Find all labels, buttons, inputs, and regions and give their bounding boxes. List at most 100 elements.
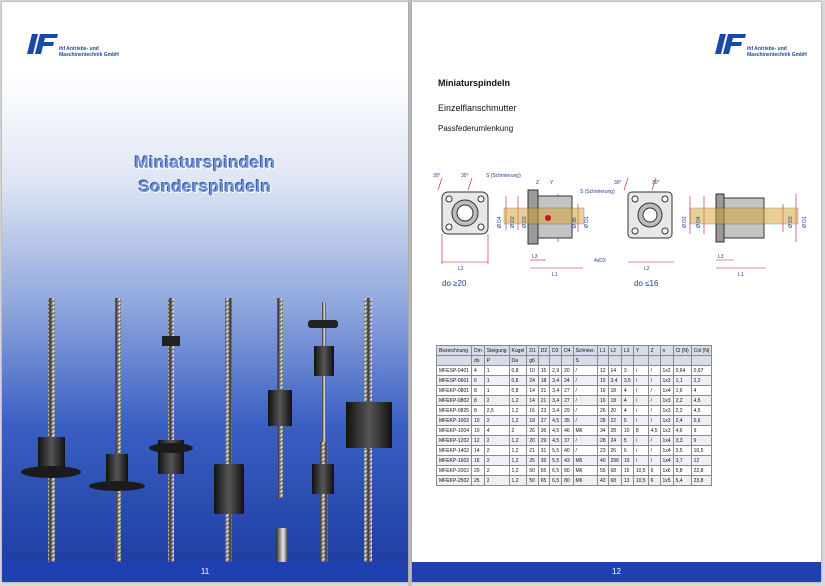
- table-cell: 1,2: [508, 405, 528, 416]
- table-cell: /: [632, 395, 649, 406]
- company-logo: ihf Antriebs- und Maschinentechnik GmbH: [714, 32, 814, 58]
- table-cell: 23,8: [690, 475, 713, 486]
- table-cell: 18: [607, 395, 622, 406]
- table-cell: 28: [607, 425, 622, 436]
- table-cell: 3,5: [672, 445, 692, 456]
- table-cell: MFEKP-1202: [435, 435, 473, 446]
- table-cell: MFEKP-2002: [435, 465, 473, 476]
- table-cell: Z: [647, 345, 661, 356]
- table-cell: 46: [561, 425, 574, 436]
- table-cell: D1: [526, 345, 539, 356]
- table-cell: M6: [572, 425, 598, 436]
- table-cell: 4,5: [549, 435, 563, 446]
- table-cell: S: [572, 355, 598, 366]
- table-cell: 9: [690, 425, 713, 436]
- table-cell: MFEKP-1004: [435, 425, 473, 436]
- label-d1: Ø D1: [584, 216, 590, 228]
- table-cell: /: [632, 415, 649, 426]
- table-cell: 5,6: [690, 415, 713, 426]
- table-cell: 50: [526, 465, 539, 476]
- table-cell: 0,8: [508, 375, 528, 386]
- section-subheading: Einzelflanschmutter: [438, 103, 517, 113]
- table-cell: D2: [537, 345, 551, 356]
- cover-title-line1: Miniaturspindeln: [134, 153, 276, 172]
- technical-drawing: 30° 30° S (Schmierung) S (Schmierung) Z …: [433, 173, 808, 278]
- table-cell: /: [647, 385, 661, 396]
- table-cell: 13: [620, 475, 634, 486]
- table-cell: 2: [483, 445, 510, 456]
- label-d2b: Ø D2: [682, 216, 688, 228]
- table-cell: M6: [572, 475, 598, 486]
- table-cell: /: [572, 365, 598, 376]
- table-cell: 5,5: [549, 445, 563, 456]
- table-cell: 1,2: [508, 475, 528, 486]
- table-cell: [607, 355, 622, 366]
- table-cell: 5: [620, 415, 634, 426]
- table-cell: 10: [526, 365, 539, 376]
- table-cell: D3: [549, 345, 563, 356]
- label-y: Y: [550, 180, 554, 186]
- table-cell: 3,4: [549, 375, 563, 386]
- label-l2: L2: [458, 266, 464, 272]
- table-cell: 24: [607, 435, 622, 446]
- table-cell: 24: [561, 375, 574, 386]
- table-cell: /: [632, 385, 649, 396]
- table-cell: 2: [483, 395, 510, 406]
- table-cell: /: [632, 375, 649, 386]
- table-cell: 1: [483, 375, 510, 386]
- table-cell: 65: [537, 475, 551, 486]
- table-cell: 68: [607, 465, 622, 476]
- section-subheading2: Passfederumlenkung: [438, 124, 514, 133]
- table-cell: 1: [483, 365, 510, 376]
- label-d2: Ø D2: [510, 216, 516, 228]
- label-d3b: Ø D3: [788, 216, 794, 228]
- table-cell: 3,7: [672, 455, 692, 466]
- table-cell: Kugel: [508, 345, 528, 356]
- label-s-schmierung: S (Schmierung): [486, 173, 521, 179]
- table-cell: 3,4: [549, 405, 563, 416]
- table-cell: /: [647, 375, 661, 386]
- table-cell: 10: [620, 425, 634, 436]
- table-cell: 23: [596, 445, 609, 456]
- label-l2b: L2: [644, 266, 650, 272]
- table-cell: 22: [607, 415, 622, 426]
- company-name-line1: ihf Antriebs- und: [59, 46, 99, 52]
- table-cell: 26: [596, 405, 609, 416]
- table-cell: 16: [596, 385, 609, 396]
- label-angle1: 30°: [433, 173, 441, 179]
- table-cell: /: [572, 445, 598, 456]
- table-cell: [672, 355, 692, 366]
- table-cell: 2: [483, 465, 510, 476]
- table-cell: 1x5: [659, 475, 674, 486]
- table-cell: Steigung: [483, 345, 510, 356]
- table-cell: P: [483, 355, 510, 366]
- table-cell: MFEKP-2502: [435, 475, 473, 486]
- table-cell: Bezeichnung: [435, 345, 473, 356]
- table-cell: 6: [620, 445, 634, 456]
- label-d5: Ø d5: [572, 217, 578, 228]
- table-cell: 2,2: [672, 405, 692, 416]
- book-gutter: [408, 0, 412, 586]
- table-cell: 80: [561, 465, 574, 476]
- table-cell: 15: [596, 375, 609, 386]
- table-cell: 4,5: [647, 425, 661, 436]
- table-cell: 1,2: [508, 435, 528, 446]
- table-cell: 27: [537, 415, 551, 426]
- table-cell: MFESP-0401: [435, 365, 473, 376]
- table-cell: 0,64: [672, 365, 692, 376]
- table-cell: 16: [471, 455, 485, 466]
- table-cell: 2,9: [549, 365, 563, 376]
- table-cell: [632, 355, 649, 366]
- label-angle2: 30°: [461, 173, 469, 179]
- table-cell: Cl (N): [672, 345, 692, 356]
- table-cell: 1x4: [659, 445, 674, 456]
